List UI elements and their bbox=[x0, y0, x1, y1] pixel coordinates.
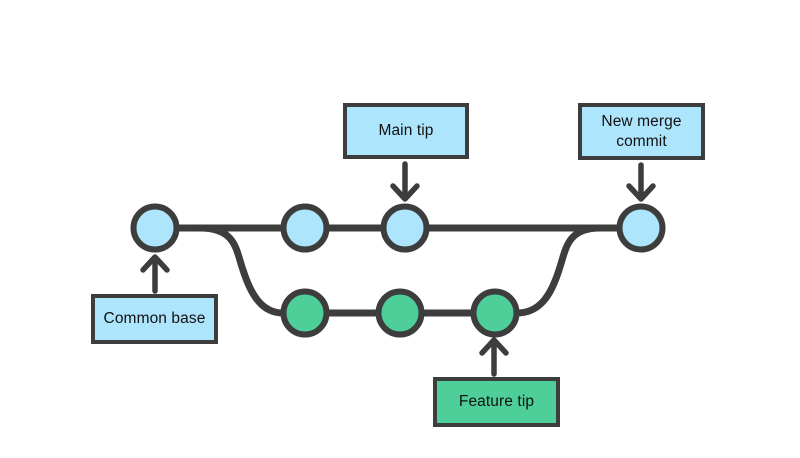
arrow-up-common-base-icon bbox=[140, 254, 170, 294]
commit-node-common-base[interactable] bbox=[130, 203, 180, 253]
label-box-new-merge-commit-text: New merge commit bbox=[601, 113, 682, 150]
commit-node-main-3[interactable] bbox=[380, 203, 430, 253]
label-box-feature-tip-text: Feature tip bbox=[458, 393, 535, 411]
arrow-down-new-merge-icon bbox=[626, 162, 656, 202]
arrow-down-main-tip-icon bbox=[390, 161, 420, 202]
label-box-common-base-text: Common base bbox=[103, 310, 206, 328]
label-box-common-base[interactable]: Common base bbox=[91, 294, 218, 344]
commit-node-feature-3[interactable] bbox=[470, 288, 520, 338]
label-box-main-tip[interactable]: Main tip bbox=[343, 103, 469, 159]
commit-node-main-2[interactable] bbox=[280, 203, 330, 253]
label-box-feature-tip[interactable]: Feature tip bbox=[433, 377, 560, 427]
label-box-new-merge-commit[interactable]: New merge commit bbox=[578, 103, 705, 160]
arrow-up-feature-tip-icon bbox=[479, 337, 509, 377]
commit-node-merge[interactable] bbox=[616, 203, 666, 253]
edge-branch-off-curve bbox=[196, 224, 287, 317]
main-branch-nodes bbox=[130, 203, 666, 253]
annotation-arrows bbox=[140, 161, 656, 377]
commit-node-feature-2[interactable] bbox=[375, 288, 425, 338]
branch-edges bbox=[173, 224, 623, 317]
edge-merge-curve bbox=[513, 224, 604, 317]
feature-branch-nodes bbox=[280, 288, 520, 338]
commit-node-feature-1[interactable] bbox=[280, 288, 330, 338]
label-box-main-tip-text: Main tip bbox=[378, 122, 434, 140]
